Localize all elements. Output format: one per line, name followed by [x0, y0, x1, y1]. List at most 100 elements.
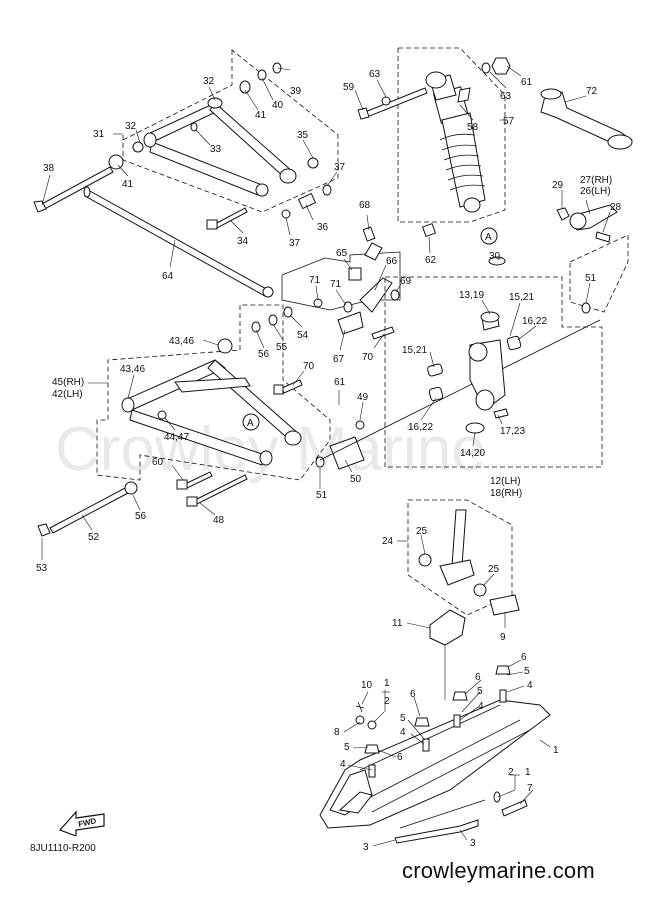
callout-label: 28 [610, 202, 622, 213]
callout-label: 6 [397, 752, 403, 763]
spindle-housing-assembly [384, 256, 603, 468]
callout-label: 7 [527, 783, 533, 794]
callout-label: 16,22 [522, 316, 547, 327]
callout-label: 68 [359, 200, 371, 211]
callout-label: 43,46 [169, 336, 194, 347]
ski-assembly [319, 665, 551, 844]
callout-label: 6 [475, 672, 481, 683]
watermark: Crowley Marine [55, 415, 486, 484]
callout-label: 38 [43, 163, 55, 174]
callout-label: 17,23 [500, 426, 525, 437]
shock-absorber-assembly [357, 47, 511, 238]
callout-label: 69 [400, 276, 412, 287]
callout-label: 70 [303, 361, 315, 372]
callout-label: 42(LH) [52, 389, 83, 400]
callout-label: 4 [340, 759, 346, 770]
upper-a-arm-assembly [33, 49, 339, 230]
callout-label: 14,20 [460, 448, 485, 459]
callout-label: 25 [416, 526, 428, 537]
callout-label: 57 [503, 116, 515, 127]
callout-label: 26(LH) [580, 186, 611, 197]
callout-label: 32 [125, 121, 137, 132]
callout-label: 51 [316, 490, 328, 501]
callout-label: 8 [334, 727, 340, 738]
callout-label: 37 [289, 238, 301, 249]
callout-label: 30 [489, 251, 501, 262]
callout-label: 33 [210, 144, 222, 155]
callout-label: 1 [384, 678, 390, 689]
callout-label: 58 [467, 122, 479, 133]
callout-label: 4 [527, 680, 533, 691]
callout-label: 61 [521, 77, 533, 88]
callout-label: 5 [400, 713, 406, 724]
lever-arm [540, 88, 633, 150]
callout-label: 4 [400, 727, 406, 738]
callout-label: 4 [478, 701, 484, 712]
callout-label: 31 [93, 129, 105, 140]
callout-label: 29 [552, 180, 564, 191]
callout-label: 63 [369, 69, 381, 80]
reference-marker-a-upper: A [480, 227, 498, 245]
callout-labels: 31 32 32 39 40 41 41 33 35 37 37 36 34 3… [36, 69, 622, 853]
callout-label: 13,19 [459, 290, 484, 301]
leader-lines [41, 65, 611, 847]
callout-label: 3 [470, 838, 476, 849]
callout-label: 70 [362, 352, 374, 363]
callout-label: 15,21 [402, 345, 427, 356]
callout-label: 56 [258, 349, 270, 360]
callout-label: 67 [333, 354, 345, 365]
callout-label: 16,22 [408, 422, 433, 433]
callout-label: 2 [508, 767, 514, 778]
callout-label: 56 [135, 511, 147, 522]
callout-label: 59 [343, 82, 355, 93]
diagram-code: 8JU1110-R200 [30, 843, 96, 854]
callout-label: 25 [488, 564, 500, 575]
steering-arm [556, 204, 629, 313]
callout-label: 44,47 [164, 432, 189, 443]
pipe-assembly [315, 302, 601, 470]
callout-label: 18(RH) [490, 488, 522, 499]
reference-marker-a-lower: A [242, 413, 260, 431]
callout-label: 9 [500, 632, 506, 643]
callout-label: 48 [213, 515, 225, 526]
callout-label: 60 [152, 457, 164, 468]
callout-label: 27(RH) [580, 175, 612, 186]
callout-label: 12(LH) [490, 476, 521, 487]
callout-label: 32 [203, 76, 215, 87]
callout-label: A [247, 418, 254, 429]
callout-label: 11 [392, 618, 403, 629]
callout-label: 51 [585, 273, 597, 284]
callout-label: 45(RH) [52, 377, 84, 388]
callout-label: 43,46 [120, 364, 145, 375]
callout-label: 3 [363, 842, 369, 853]
callout-label: 6 [410, 689, 416, 700]
callout-label: 72 [586, 86, 598, 97]
callout-label: 5 [524, 666, 530, 677]
callout-label: 64 [162, 271, 174, 282]
callout-label: 2 [384, 696, 390, 707]
lower-a-arm-assembly [37, 304, 331, 537]
callout-label: 55 [276, 342, 288, 353]
stabilizer-linkage [281, 226, 401, 340]
callout-label: 24 [382, 536, 394, 547]
callout-label: 5 [344, 742, 350, 753]
callout-label: 41 [122, 179, 134, 190]
callout-label: 62 [425, 255, 437, 266]
spindle-assembly [407, 499, 520, 700]
callout-label: A [485, 232, 492, 243]
callout-label: 53 [36, 563, 48, 574]
callout-label: 71 [330, 279, 342, 290]
callout-label: 36 [317, 222, 329, 233]
callout-label: 52 [88, 532, 100, 543]
callout-label: 54 [297, 330, 309, 341]
callout-label: 1 [553, 745, 559, 756]
footer-brand-text: crowleymarine.com [402, 858, 595, 883]
callout-label: 15,21 [509, 292, 534, 303]
callout-label: 49 [357, 392, 369, 403]
fwd-label: FWD [77, 816, 97, 829]
callout-label: 41 [255, 110, 267, 121]
callout-label: 5 [477, 686, 483, 697]
callout-label: 39 [290, 86, 302, 97]
callout-label: 50 [350, 474, 362, 485]
